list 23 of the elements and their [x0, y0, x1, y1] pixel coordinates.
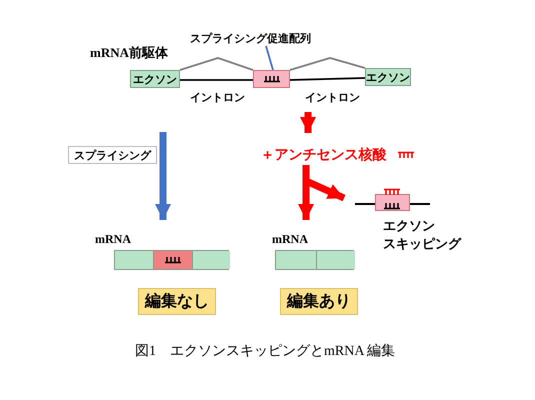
result-tag: 編集なし: [138, 288, 216, 315]
edge-label: イントロン: [190, 90, 245, 105]
figure-caption: 図1 エクソンスキッピングとmRNA 編集: [135, 342, 396, 360]
node-label: mRNA: [95, 232, 131, 247]
exon-box: エクソン: [130, 70, 180, 88]
annotation-text: スプライシング促進配列: [190, 31, 311, 46]
leader-line: [265, 46, 274, 70]
label-box: スプライシング: [68, 146, 157, 164]
node-label: mRNA: [272, 232, 308, 247]
exon-box: [253, 70, 290, 88]
caption-text: エクソン: [383, 218, 435, 236]
splice-line: [180, 79, 253, 81]
splice-line: [290, 57, 366, 71]
diagram-label: mRNA前駆体: [90, 44, 168, 62]
result-tag: 編集あり: [280, 288, 358, 315]
reagent-label: ＋アンチセンス核酸: [260, 146, 386, 164]
arrow: [155, 132, 171, 220]
caption-text: スキッピング: [383, 236, 461, 254]
splice-line: [180, 57, 254, 71]
arrow: [300, 112, 316, 133]
splice-line: [290, 77, 366, 81]
edge-label: イントロン: [305, 90, 360, 105]
exon-box: エクソン: [365, 68, 411, 86]
